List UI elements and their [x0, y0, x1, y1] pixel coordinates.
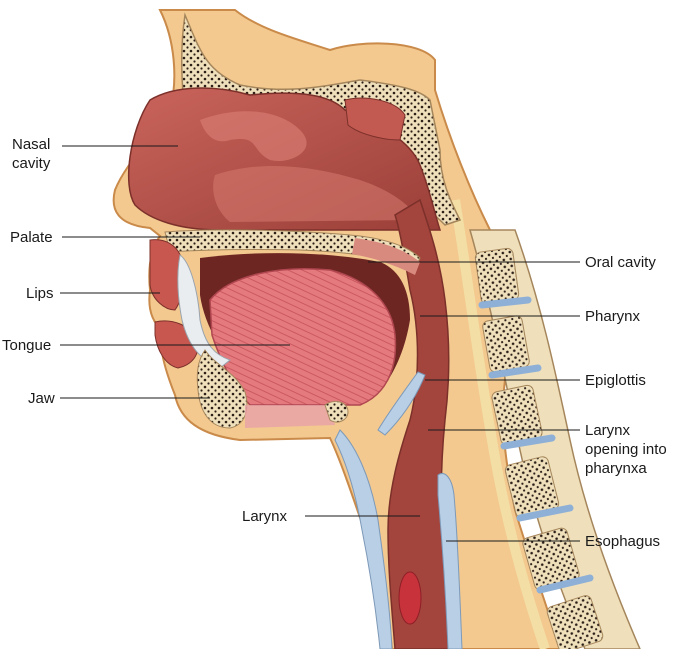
label-jaw: Jaw — [28, 390, 55, 407]
label-palate: Palate — [10, 229, 53, 246]
jaw-bone — [196, 349, 248, 429]
label-lips: Lips — [26, 285, 54, 302]
label-tongue: Tongue — [2, 337, 52, 354]
label-larynx-opening: Larynx opening into pharynxa — [585, 422, 667, 477]
label-pharynx: Pharynx — [585, 308, 641, 325]
label-larynx: Larynx — [242, 508, 288, 525]
leader-lines — [60, 145, 580, 542]
esophagus-shape — [437, 473, 463, 650]
epiglottis-shape — [377, 371, 426, 436]
label-esophagus: Esophagus — [585, 533, 661, 550]
spinal-cord — [450, 199, 550, 651]
label-nasal-cavity: Nasal cavity — [12, 136, 51, 172]
blood-vessel — [398, 571, 422, 625]
label-oral-cavity: Oral cavity — [585, 254, 656, 271]
hyoid-bone — [324, 401, 349, 423]
label-epiglottis: Epiglottis — [585, 372, 646, 389]
